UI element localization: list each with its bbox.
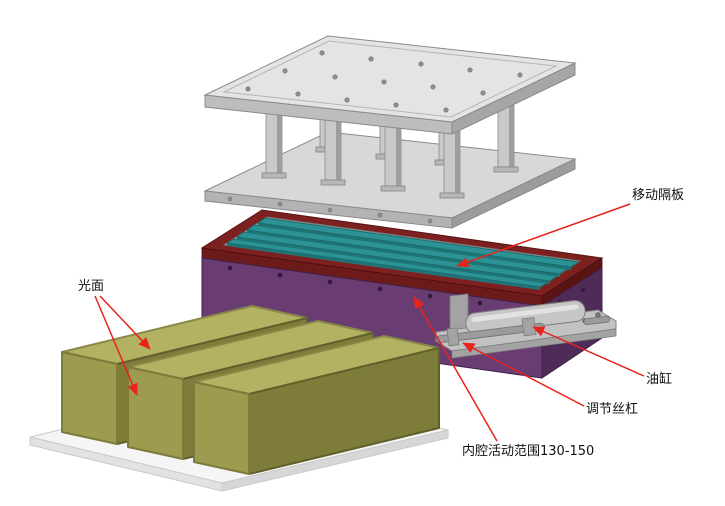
oil-cylinder [465, 300, 611, 335]
arrow-adjusting-screw [462, 342, 585, 407]
label-smooth-surface: 光面 [78, 279, 104, 294]
top-plate [203, 35, 577, 135]
cylinder-rod [583, 315, 611, 326]
label-adjusting-screw: 调节丝杠 [586, 401, 638, 417]
lower-plate-screws [227, 196, 433, 224]
label-oil-cylinder: 油缸 [646, 371, 672, 387]
arrow-smooth-surface-1 [99, 295, 151, 350]
arrow-oil-cylinder [532, 326, 645, 377]
annotations: 移动隔板 光面 油缸 调节丝杠 内腔活动范围130-150 [78, 188, 684, 459]
mold-box [200, 209, 604, 379]
movable-partition-slats [225, 217, 580, 290]
arrow-smooth-surface-2 [94, 295, 138, 396]
partition-slat [256, 217, 580, 268]
arrow-cavity-range [413, 296, 498, 442]
label-movable-partition: 移动隔板 [632, 188, 684, 203]
olive-block [193, 335, 440, 475]
product-blocks [29, 305, 449, 492]
wall-screw-holes [227, 265, 585, 312]
arrow-movable-partition [456, 203, 631, 268]
label-cavity-range: 内腔活动范围130-150 [462, 443, 594, 459]
base-mechanism [435, 293, 617, 359]
top-plate-screws [245, 50, 523, 113]
mechanism-plate-edge [451, 328, 617, 359]
press-assembly [203, 35, 577, 229]
